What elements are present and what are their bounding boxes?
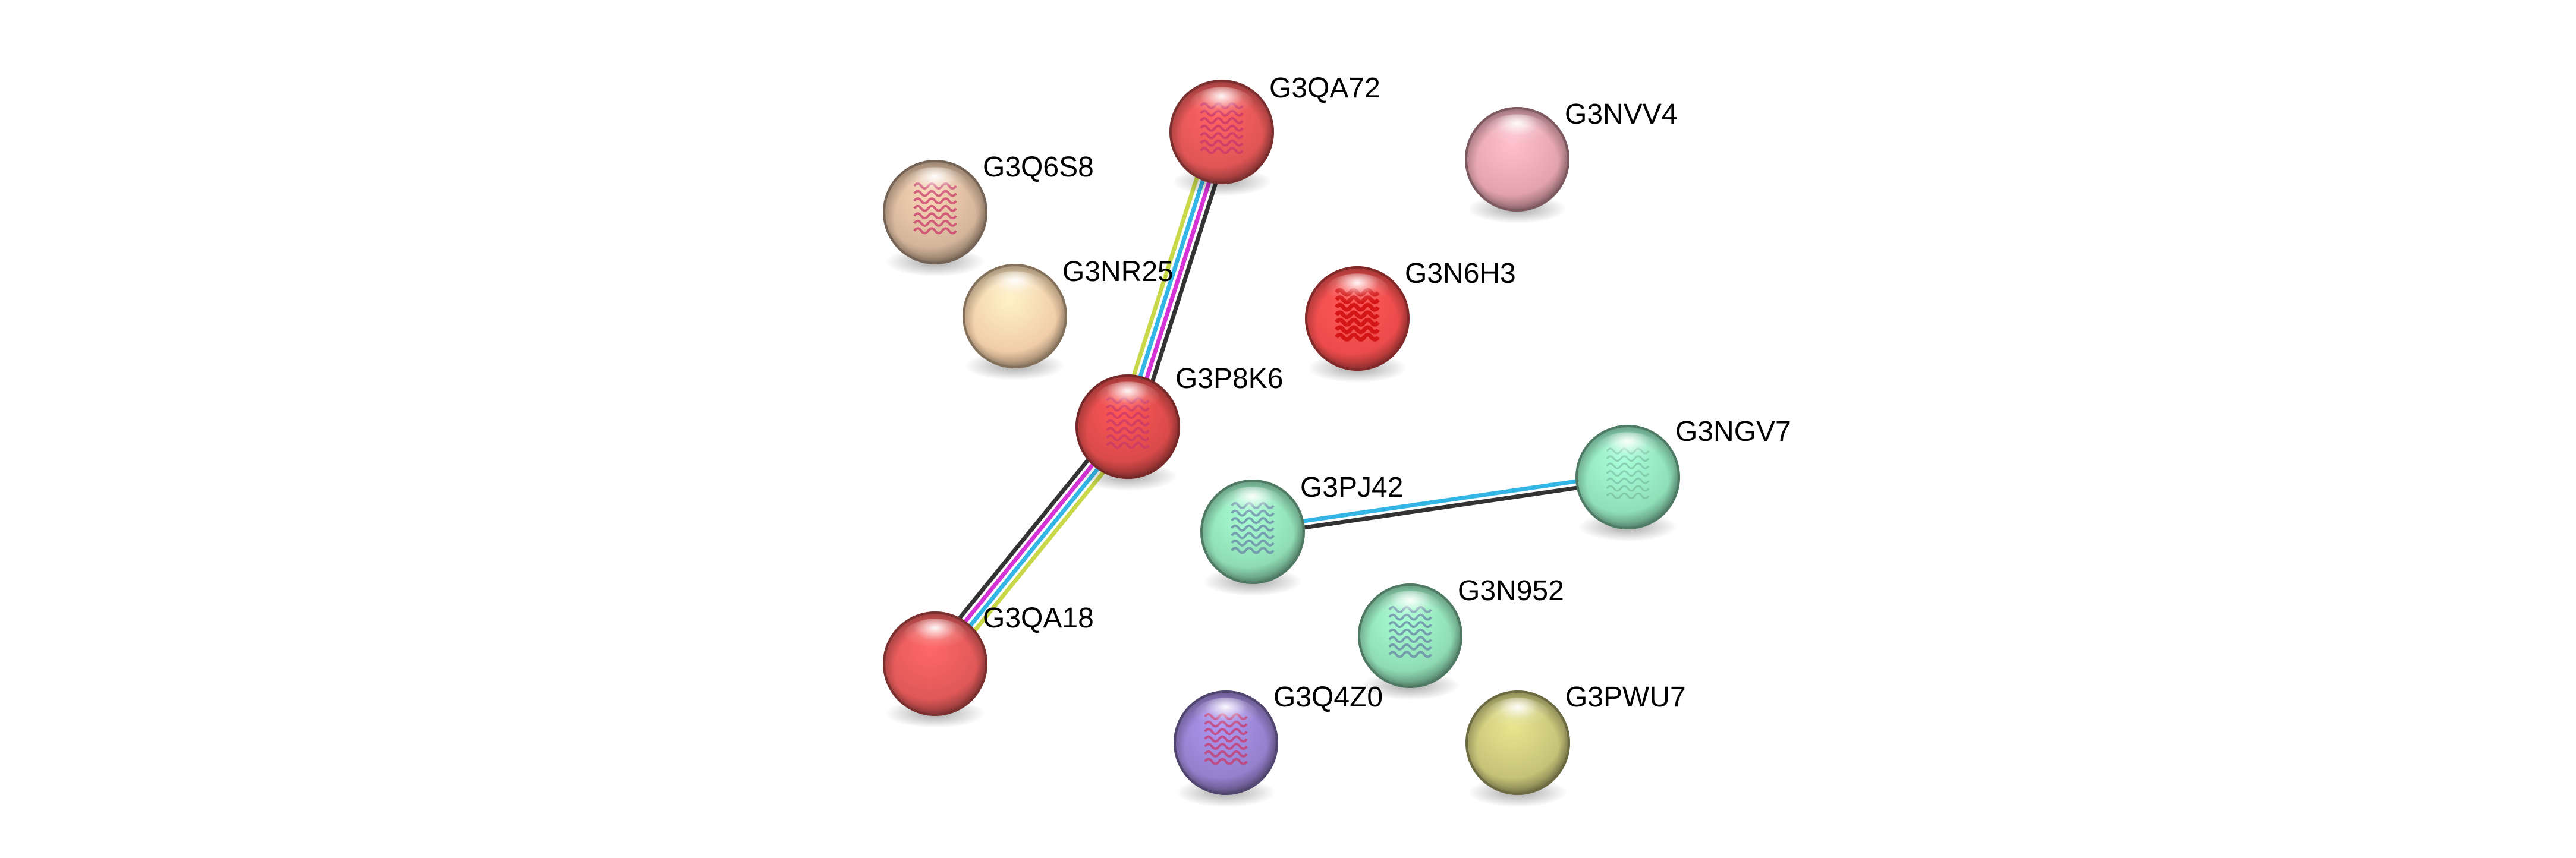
node-highlight (1220, 487, 1285, 525)
node-G3N6H3[interactable]: G3N6H3 (1305, 258, 1516, 383)
node-highlight (1189, 87, 1254, 125)
node-outline (1358, 583, 1462, 688)
node-highlight (1325, 273, 1390, 311)
node-highlight (1484, 114, 1550, 152)
node-label: G3QA72 (1269, 72, 1380, 104)
node-label: G3N952 (1458, 575, 1564, 607)
node-label: G3NVV4 (1565, 99, 1677, 130)
node-label: G3NGV7 (1675, 416, 1791, 447)
node-highlight (902, 167, 968, 205)
edge-evidence-line (1251, 472, 1628, 531)
edge-evidence-line (1253, 478, 1629, 537)
node-label: G3Q6S8 (983, 152, 1094, 183)
node-outline (1169, 80, 1274, 184)
node-outline (1305, 266, 1410, 371)
node-outline (1465, 107, 1569, 212)
node-label: G3NR25 (1062, 256, 1174, 288)
edge-G3PJ42-G3NGV7[interactable] (1251, 472, 1629, 537)
node-outline (963, 264, 1067, 368)
node-G3Q6S8[interactable]: G3Q6S8 (883, 152, 1094, 277)
node-highlight (1377, 591, 1443, 629)
node-highlight (1485, 698, 1550, 736)
node-G3NVV4[interactable]: G3NVV4 (1465, 99, 1677, 224)
node-outline (883, 160, 987, 264)
node-outline (1174, 690, 1278, 795)
node-highlight (902, 619, 968, 657)
node-outline (883, 611, 987, 716)
node-label: G3QA18 (983, 603, 1094, 634)
node-G3PWU7[interactable]: G3PWU7 (1465, 682, 1686, 807)
node-G3P8K6[interactable]: G3P8K6 (1075, 363, 1283, 491)
node-G3QA72[interactable]: G3QA72 (1169, 72, 1380, 197)
node-outline (1200, 480, 1305, 584)
node-outline (1075, 374, 1180, 479)
node-G3NR25[interactable]: G3NR25 (963, 256, 1174, 381)
node-outline (1575, 425, 1680, 529)
node-highlight (1095, 381, 1160, 419)
node-G3PJ42[interactable]: G3PJ42 (1200, 472, 1403, 597)
node-highlight (982, 271, 1048, 309)
node-label: G3P8K6 (1175, 363, 1283, 395)
node-label: G3PWU7 (1565, 682, 1686, 713)
node-G3Q4Z0[interactable]: G3Q4Z0 (1174, 682, 1383, 807)
node-G3NGV7[interactable]: G3NGV7 (1575, 416, 1791, 542)
node-highlight (1193, 698, 1259, 736)
node-highlight (1595, 432, 1660, 470)
node-label: G3Q4Z0 (1273, 682, 1383, 713)
node-outline (1465, 690, 1570, 795)
node-label: G3N6H3 (1405, 258, 1516, 289)
node-G3N952[interactable]: G3N952 (1358, 575, 1564, 701)
node-label: G3PJ42 (1300, 472, 1403, 503)
node-G3QA18[interactable]: G3QA18 (883, 603, 1094, 728)
